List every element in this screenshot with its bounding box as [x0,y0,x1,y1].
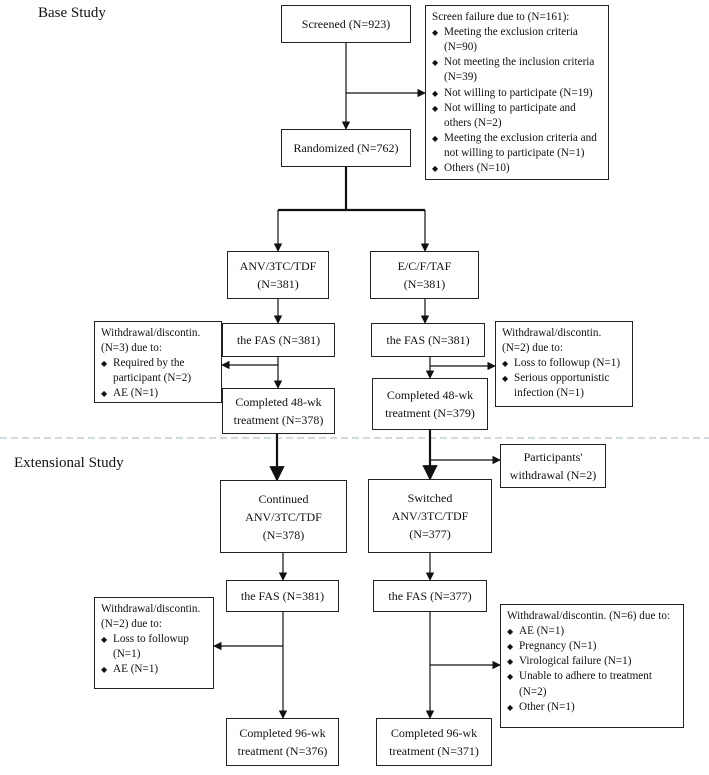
list-heading: Withdrawal/discontin. (N=2) due to: [502,327,602,355]
box-line: Randomized (N=762) [293,141,399,155]
withdraw-left-2-box: Withdrawal/discontin. (N=2) due to: Loss… [94,597,214,689]
box-line: treatment (N=379) [385,406,475,420]
completed48-left-box: Completed 48-wk treatment (N=378) [222,388,335,434]
list-item: AE (N=1) [101,662,207,677]
box-line: Continued [258,491,309,506]
participants-withdrawal-box: Participants' withdrawal (N=2) [500,444,606,488]
box-line: Screened (N=923) [301,17,391,31]
box-line: treatment (N=371) [389,744,479,758]
list-heading: Withdrawal/discontin. (N=2) due to: [101,603,201,631]
fas-right-2-box: the FAS (N=377) [373,580,487,612]
box-line: treatment (N=378) [233,413,324,427]
withdraw-left-1-box: Withdrawal/discontin. (N=3) due to: Requ… [94,321,222,403]
list-item: AE (N=1) [101,386,215,401]
list-item: Virological failure (N=1) [507,654,677,669]
box-line: (N=381) [257,277,299,291]
list-item: Pregnancy (N=1) [507,639,677,654]
box-line: Completed 96-wk [390,726,478,740]
withdraw-right-1-list: Loss to followup (N=1) Serious opportuni… [502,356,626,401]
list-item: Not meeting the inclusion criteria (N=39… [432,55,602,85]
fas-right-1-box: the FAS (N=381) [371,323,485,357]
section-base-study: Base Study [38,5,106,21]
list-item: Loss to followup (N=1) [502,356,626,371]
box-line: ANV/3TC/TDF [239,259,317,273]
screen-failure-list: Meeting the exclusion criteria (N=90) No… [432,25,602,176]
box-line: ANV/3TC/TDF [391,509,469,523]
box-line: the FAS (N=381) [240,589,325,603]
list-item: Meeting the exclusion criteria and not w… [432,131,602,161]
box-line: withdrawal (N=2) [509,468,597,482]
list-heading: Withdrawal/discontin. (N=3) due to: [101,327,201,355]
list-item: Not willing to participate (N=19) [432,86,602,101]
list-heading: Withdrawal/discontin. (N=6) due to: [507,610,671,622]
box-line: E/C/F/TAF [397,259,452,273]
screened-box: Screened (N=923) [281,5,411,43]
box-line: the FAS (N=377) [388,589,472,603]
box-line: Participants' [523,450,583,464]
section-extensional-study: Extensional Study [14,455,124,471]
ecf-arm-box: E/C/F/TAF (N=381) [370,251,479,299]
withdraw-right-2-list: AE (N=1) Pregnancy (N=1) Virological fai… [507,624,677,715]
screen-failure-box: Screen failure due to (N=161): Meeting t… [425,5,609,180]
list-heading: Screen failure due to (N=161): [432,11,570,23]
list-item: Other (N=1) [507,700,677,715]
randomized-box: Randomized (N=762) [281,129,411,167]
fas-left-2-box: the FAS (N=381) [226,580,339,612]
list-item: AE (N=1) [507,624,677,639]
continued-box: Continued ANV/3TC/TDF (N=378) [220,480,347,553]
completed96-right-box: Completed 96-wk treatment (N=371) [376,718,492,766]
box-line: Completed 48-wk [386,388,474,402]
box-line: the FAS (N=381) [386,333,470,347]
list-item: Loss to followup (N=1) [101,632,207,662]
withdraw-right-2-box: Withdrawal/discontin. (N=6) due to: AE (… [500,604,684,728]
box-line: Switched [407,491,453,505]
list-item: Meeting the exclusion criteria (N=90) [432,25,602,55]
withdraw-right-1-box: Withdrawal/discontin. (N=2) due to: Loss… [495,321,633,407]
anv-arm-box: ANV/3TC/TDF (N=381) [227,251,329,299]
box-line: treatment (N=376) [237,744,328,758]
withdraw-left-2-list: Loss to followup (N=1) AE (N=1) [101,632,207,677]
box-line: (N=381) [403,277,446,291]
list-item: Unable to adhere to treatment (N=2) [507,669,677,699]
fas-left-1-box: the FAS (N=381) [222,323,335,357]
switched-box: Switched ANV/3TC/TDF (N=377) [368,479,492,553]
box-line: the FAS (N=381) [236,333,321,347]
list-item: Required by the participant (N=2) [101,356,215,386]
completed48-right-box: Completed 48-wk treatment (N=379) [372,378,488,430]
completed96-left-box: Completed 96-wk treatment (N=376) [226,718,339,766]
box-line: ANV/3TC/TDF [245,509,322,524]
withdraw-left-1-list: Required by the participant (N=2) AE (N=… [101,356,215,401]
box-line: (N=377) [409,527,451,541]
box-line: Completed 96-wk [239,726,326,740]
box-line: (N=378) [262,527,305,542]
list-item: Not willing to participate and others (N… [432,101,602,131]
box-line: Completed 48-wk [235,395,322,409]
list-item: Serious opportunistic infection (N=1) [502,371,626,401]
list-item: Others (N=10) [432,161,602,176]
